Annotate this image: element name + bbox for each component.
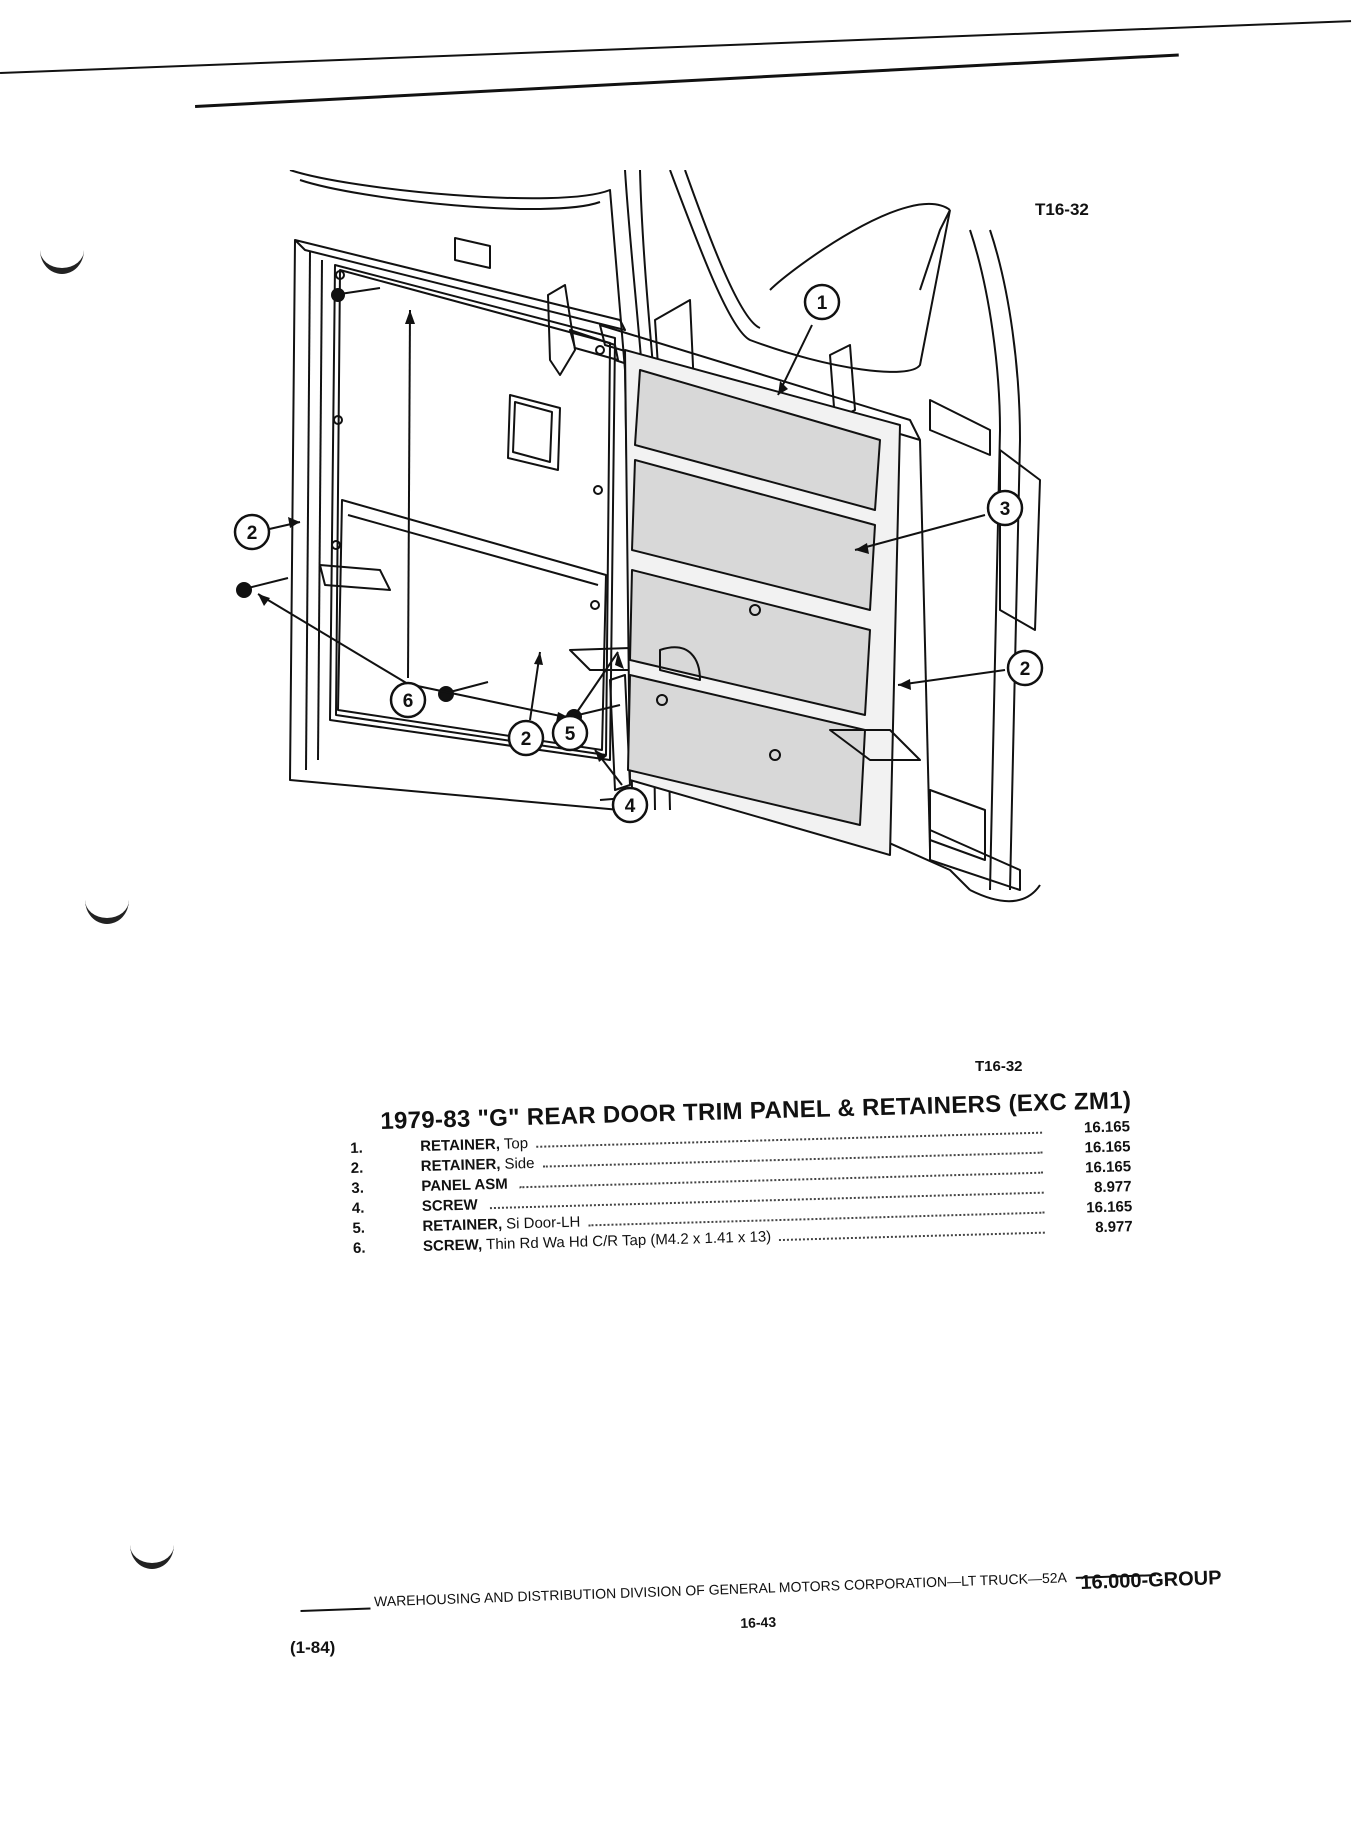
binder-hole-top xyxy=(40,250,84,274)
callout-1: 1 xyxy=(817,293,828,314)
part-number: 1. xyxy=(350,1139,363,1157)
part-number: 5. xyxy=(352,1219,366,1237)
part-description: Top xyxy=(503,1135,529,1153)
part-group: 16.165 xyxy=(1086,1198,1133,1217)
callout-4: 4 xyxy=(625,796,636,817)
part-number: 3. xyxy=(351,1179,365,1197)
callout-6: 6 xyxy=(403,691,414,712)
callout-5: 5 xyxy=(565,724,576,745)
part-number: 6. xyxy=(352,1239,366,1257)
part-group: 16.165 xyxy=(1084,1158,1132,1177)
page-number: 16-43 xyxy=(740,1613,777,1631)
part-description: Side xyxy=(504,1154,535,1173)
top-rule-upper xyxy=(0,20,1352,74)
part-group: 16.165 xyxy=(1084,1138,1131,1157)
part-description: Si Door-LH xyxy=(505,1213,581,1233)
part-number: 2. xyxy=(350,1159,364,1177)
top-rule-lower xyxy=(195,53,1179,108)
footer-rule-left xyxy=(300,1607,371,1612)
rear-door-illustration: 1 2 2 2 3 4 5 6 xyxy=(233,170,1044,903)
parts-list: 1. RETAINER, Top 16.165 2. RETAINER, Sid… xyxy=(350,1118,1133,1260)
part-number: 4. xyxy=(351,1199,365,1217)
revision-date: (1-84) xyxy=(290,1638,336,1657)
part-name: RETAINER, xyxy=(419,1135,501,1156)
part-name: SCREW xyxy=(421,1196,478,1216)
figure-code-bottom: T16-32 xyxy=(975,1058,1023,1075)
binder-hole-bottom xyxy=(130,1545,174,1569)
part-name: RETAINER, xyxy=(422,1215,503,1236)
callout-2-left: 2 xyxy=(247,523,258,544)
footer-text: WAREHOUSING AND DISTRIBUTION DIVISION OF… xyxy=(373,1569,1067,1610)
callout-2-bottom: 2 xyxy=(521,729,532,750)
leader-dots xyxy=(779,1231,1045,1242)
part-group: 16.165 xyxy=(1083,1118,1131,1137)
binder-hole-middle xyxy=(85,900,129,924)
part-group: 8.977 xyxy=(1093,1178,1132,1197)
group-code: 16.000-GROUP xyxy=(1080,1567,1222,1594)
part-name: RETAINER, xyxy=(420,1155,501,1176)
callout-2-right: 2 xyxy=(1020,659,1031,680)
figure-code-top: T16-32 xyxy=(1035,200,1089,219)
callout-3: 3 xyxy=(1000,499,1011,520)
part-name: PANEL ASM xyxy=(421,1175,508,1196)
part-name: SCREW, xyxy=(422,1236,483,1255)
part-group: 8.977 xyxy=(1094,1218,1133,1237)
